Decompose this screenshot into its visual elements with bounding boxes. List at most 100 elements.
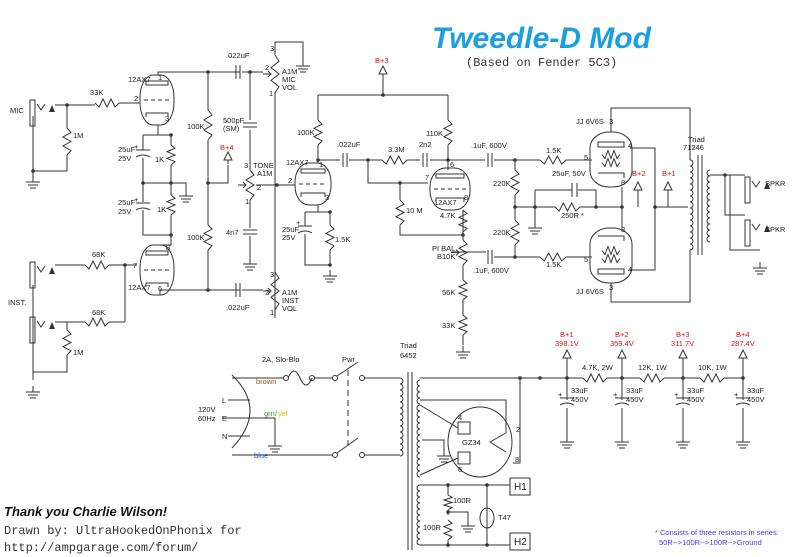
transformer-winding: [416, 379, 421, 405]
tube-plate: [457, 421, 471, 435]
jack-sleeve: [29, 261, 36, 289]
jack-tip: [36, 320, 46, 328]
component-label: 1M: [73, 131, 83, 140]
component-label: 2: [257, 183, 261, 192]
ground-icon: [243, 258, 257, 271]
jack-arrow: [49, 322, 55, 329]
supply-rail-label: B+3: [676, 330, 690, 339]
jack-arrow: [764, 225, 770, 232]
input-jack: [744, 176, 770, 204]
resistor: [457, 209, 469, 233]
jack-sleeve: [29, 316, 36, 344]
component-label: 12AX7: [286, 158, 309, 167]
transformer-winding: [416, 404, 421, 478]
component-label: A1M: [282, 288, 297, 297]
resistor: [554, 201, 581, 213]
ground-symbol: [560, 436, 574, 449]
component-label: 3: [609, 117, 613, 126]
component-label: .022uF: [226, 51, 250, 60]
wire-color-label: grn: [264, 409, 275, 418]
capacitor-plate: [135, 154, 151, 158]
component-label: 1: [270, 308, 274, 317]
component-label: VOL: [282, 304, 297, 313]
component-label: MIC: [10, 106, 24, 115]
jack-sleeve: [29, 99, 36, 127]
component-label: 1: [158, 73, 162, 82]
component-label: 1: [319, 160, 323, 169]
tube-envelope: [139, 244, 175, 296]
resistor: [165, 194, 177, 216]
footnote-line1: * Consists of three resistors in series:: [655, 528, 779, 537]
junction-dot: [533, 205, 537, 209]
switch-terminal: [359, 375, 365, 381]
component-label: SPKR: [765, 225, 786, 234]
potentiometer-wiper: [263, 287, 272, 295]
component-label: 5: [584, 153, 588, 162]
ground-symbol: [26, 386, 40, 399]
supply-terminal-icon: [223, 150, 233, 164]
junction-dot: [513, 255, 517, 259]
component-label: A1M: [282, 67, 297, 76]
wire: [419, 377, 540, 546]
component-label: .1uF, 600V: [473, 266, 509, 275]
ground-symbol: [323, 270, 337, 283]
ground-symbol: [736, 436, 750, 449]
component-label: 25V: [118, 154, 131, 163]
transformer-winding: [416, 484, 421, 546]
component-label: 1K: [155, 155, 164, 164]
component-label: .1uF, 600V: [471, 141, 507, 150]
wire-color-label: yel: [278, 409, 288, 418]
credits-url[interactable]: http://ampgarage.com/forum/: [4, 541, 198, 555]
resistor: [442, 519, 454, 541]
resistor: [601, 149, 621, 160]
ground-icon: [676, 436, 690, 449]
triode-tube: [139, 244, 175, 296]
resistor: [601, 157, 621, 168]
component-label: 8: [621, 225, 625, 234]
component-label: GZ34: [462, 438, 481, 447]
ground-icon: [461, 520, 475, 533]
component-label: JJ 6V6S: [576, 117, 604, 126]
component-label: 1: [269, 89, 273, 98]
junction-dot: [248, 70, 252, 74]
resistor: [509, 219, 521, 246]
wire-color-label: blue: [254, 451, 268, 460]
junction-dot: [366, 158, 370, 162]
resistor: [203, 109, 213, 141]
ground-icon: [528, 222, 542, 235]
junction-dot: [141, 181, 145, 185]
component-label: 1.5K: [546, 146, 561, 155]
tube-plate: [145, 80, 169, 86]
supply-terminal-icon: [678, 348, 688, 362]
transformer-core: [407, 372, 413, 550]
heater-label: H1: [514, 482, 527, 493]
plus-sign: +: [558, 390, 563, 399]
ground-icon: [296, 60, 310, 73]
jack-tip: [36, 103, 46, 111]
component-label: 7: [425, 173, 429, 182]
junction-dot: [31, 169, 35, 173]
resistor: [312, 119, 324, 146]
tube-envelope: [589, 131, 633, 188]
ground-icon: [268, 440, 282, 453]
component-label: 500pF: [223, 116, 245, 125]
component-label: 450V: [626, 395, 644, 404]
component-label: L: [222, 396, 226, 405]
electrolytic-capacitor: +: [558, 390, 575, 406]
rectifier-tube: [447, 406, 513, 478]
component-label: 8: [621, 178, 625, 187]
ground-symbol: [437, 450, 451, 463]
component-label: 33uF: [747, 386, 765, 395]
supply-rail-label: B+4: [736, 330, 750, 339]
component-label: 250R *: [561, 211, 584, 220]
potentiometer-wiper: [238, 181, 247, 189]
tube-cathode: [435, 197, 465, 202]
wire: [364, 377, 400, 456]
capacitor: [422, 153, 428, 167]
resistor: [699, 372, 725, 384]
ground-icon: [456, 346, 470, 359]
ground-icon: [736, 436, 750, 449]
tube-envelope: [429, 167, 471, 211]
component-label: 4n7: [226, 228, 239, 237]
wire: [32, 264, 137, 380]
